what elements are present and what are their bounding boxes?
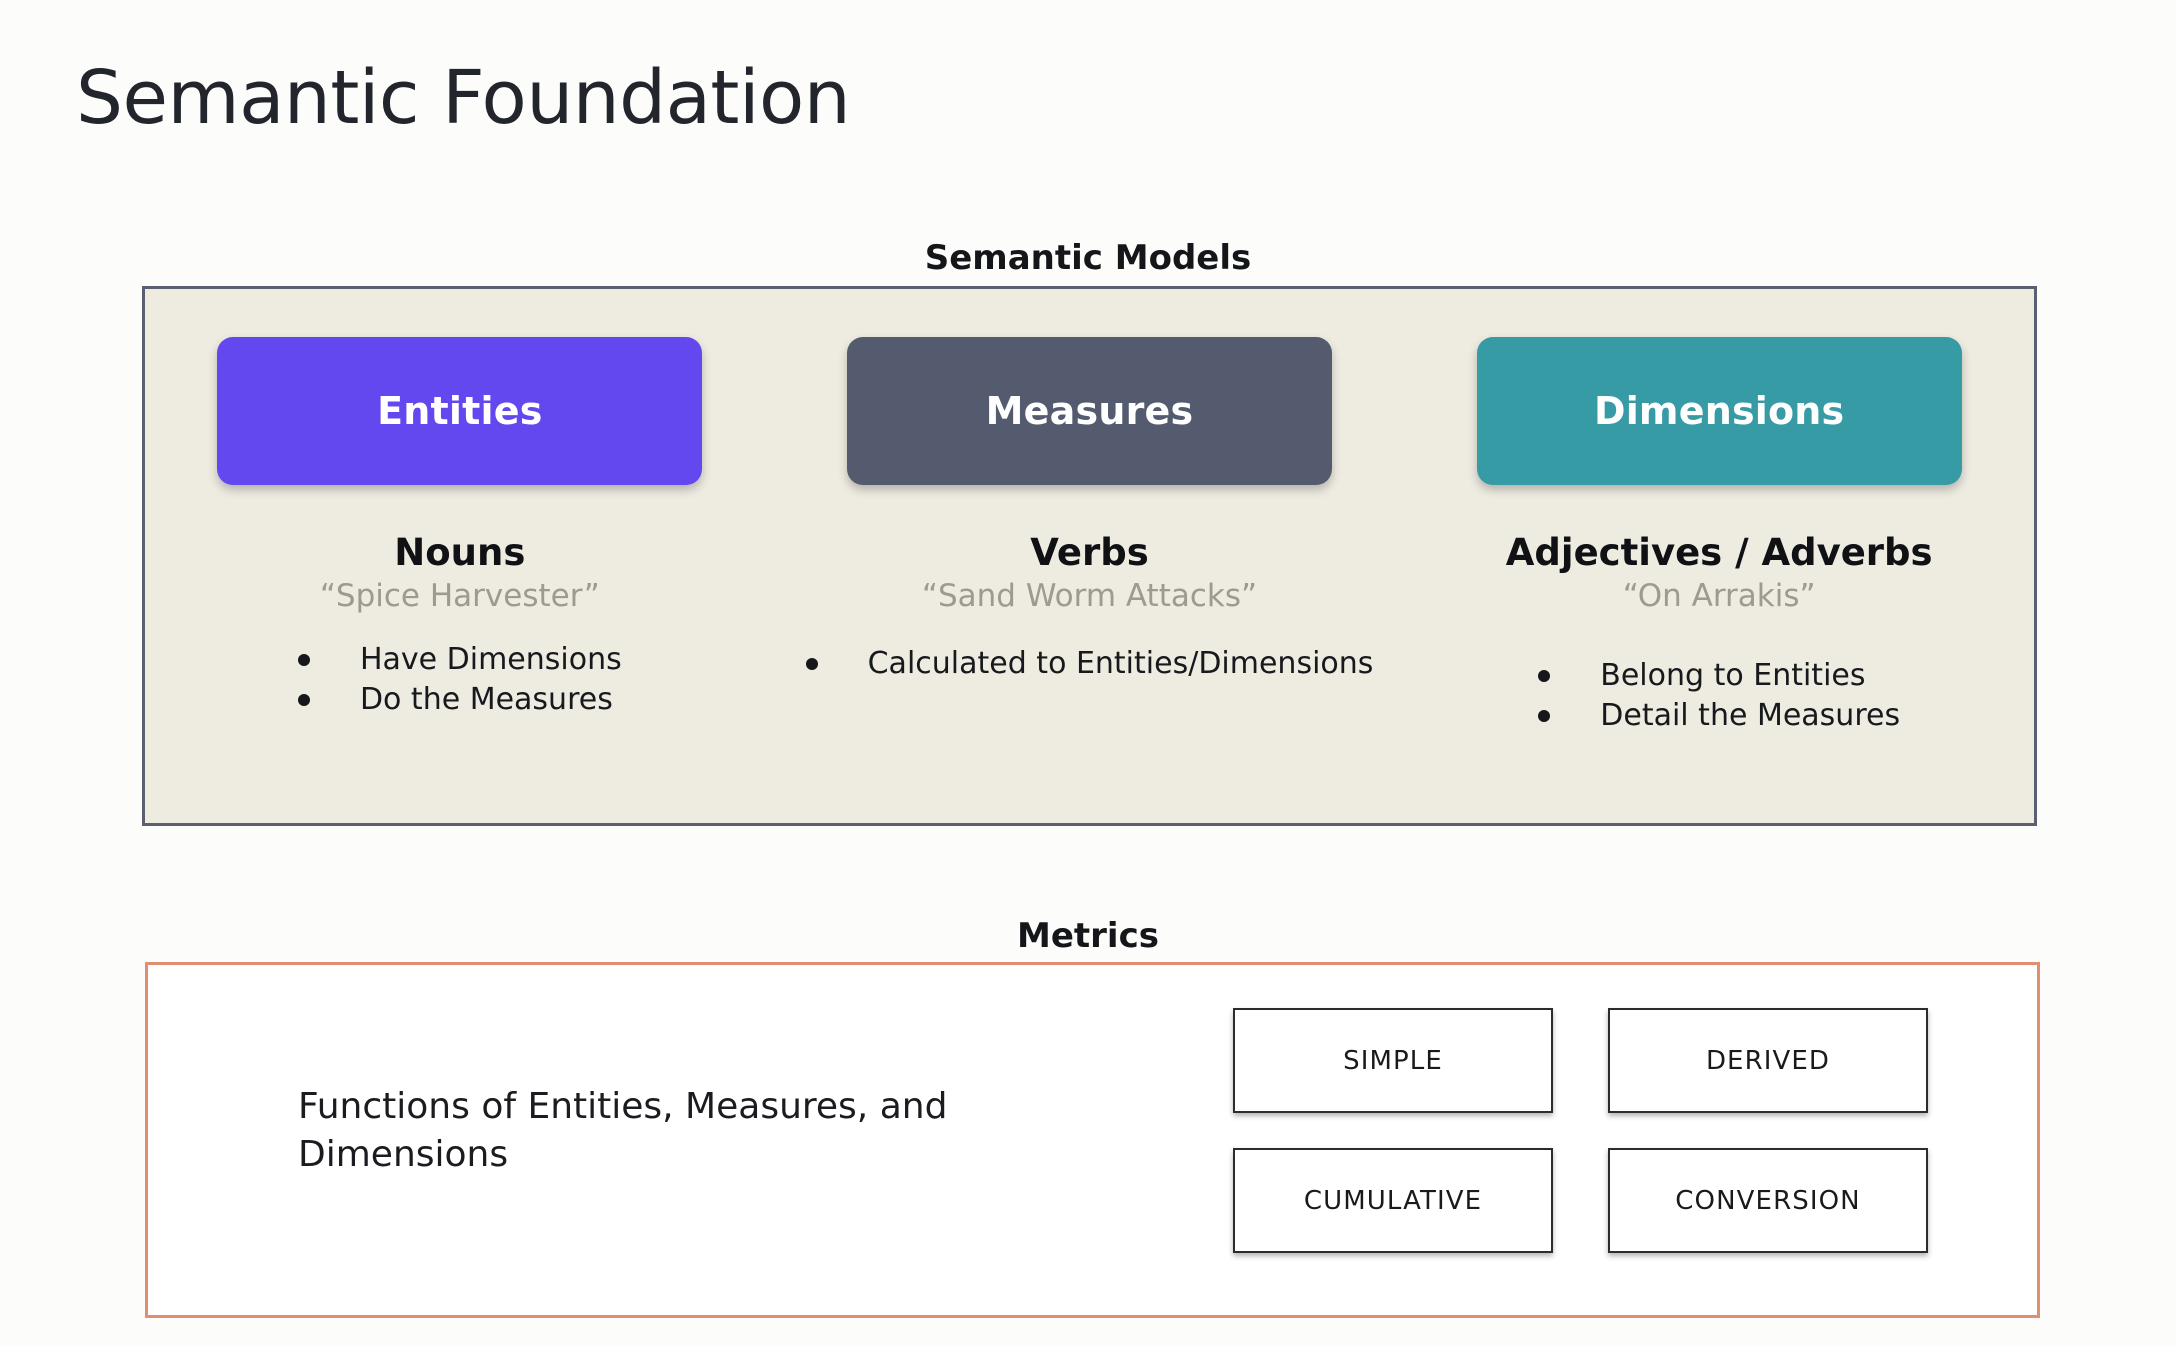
bullet-dot-icon bbox=[1538, 710, 1551, 723]
metrics-caption: Metrics bbox=[1017, 916, 1159, 956]
semantic-column-measures: Measures Verbs “Sand Worm Attacks” Calcu… bbox=[775, 289, 1405, 823]
bullet-dot-icon bbox=[805, 658, 818, 671]
part-of-speech-dimensions: Adjectives / Adverbs bbox=[1505, 531, 1933, 574]
bullet-label: Belong to Entities bbox=[1600, 658, 1866, 694]
bullet-list-entities: Have Dimensions Do the Measures bbox=[297, 641, 622, 722]
example-dimensions: “On Arrakis” bbox=[1622, 577, 1816, 614]
bullet-dot-icon bbox=[1538, 670, 1551, 683]
part-of-speech-entities: Nouns bbox=[394, 531, 526, 574]
semantic-column-dimensions: Dimensions Adjectives / Adverbs “On Arra… bbox=[1404, 289, 2034, 823]
bullet-list-dimensions: Belong to Entities Detail the Measures bbox=[1538, 657, 1900, 738]
pill-entities[interactable]: Entities bbox=[217, 337, 703, 485]
metrics-description: Functions of Entities, Measures, and Dim… bbox=[298, 1086, 948, 1176]
list-item: Have Dimensions bbox=[297, 641, 622, 679]
pill-dimensions[interactable]: Dimensions bbox=[1476, 337, 1962, 485]
bullet-dot-icon bbox=[297, 694, 310, 707]
semantic-models-columns: Entities Nouns “Spice Harvester” Have Di… bbox=[145, 289, 2034, 823]
metric-type-simple[interactable]: SIMPLE bbox=[1233, 1008, 1553, 1113]
semantic-models-panel: Entities Nouns “Spice Harvester” Have Di… bbox=[142, 286, 2037, 826]
list-item: Do the Measures bbox=[297, 681, 622, 719]
example-entities: “Spice Harvester” bbox=[319, 577, 600, 614]
metric-type-conversion[interactable]: CONVERSION bbox=[1608, 1148, 1928, 1253]
metric-type-derived[interactable]: DERIVED bbox=[1608, 1008, 1928, 1113]
metric-types-grid: SIMPLE DERIVED CUMULATIVE CONVERSION bbox=[1233, 1008, 1928, 1253]
bullet-label: Detail the Measures bbox=[1600, 698, 1901, 734]
pill-measures[interactable]: Measures bbox=[847, 337, 1332, 485]
list-item: Belong to Entities bbox=[1538, 657, 1900, 695]
bullet-label: Do the Measures bbox=[359, 682, 613, 718]
example-measures: “Sand Worm Attacks” bbox=[921, 577, 1258, 614]
bullet-label: Have Dimensions bbox=[359, 642, 622, 678]
bullet-list-measures: Calculated to Entities/Dimensions bbox=[805, 645, 1374, 685]
semantic-column-entities: Entities Nouns “Spice Harvester” Have Di… bbox=[145, 289, 775, 823]
bullet-label: Calculated to Entities/Dimensions bbox=[867, 646, 1374, 682]
part-of-speech-measures: Verbs bbox=[1030, 531, 1149, 574]
semantic-models-caption: Semantic Models bbox=[924, 238, 1252, 278]
metric-type-cumulative[interactable]: CUMULATIVE bbox=[1233, 1148, 1553, 1253]
page-title: Semantic Foundation bbox=[76, 55, 851, 141]
bullet-dot-icon bbox=[297, 654, 310, 667]
metrics-panel: Functions of Entities, Measures, and Dim… bbox=[145, 962, 2040, 1318]
list-item: Calculated to Entities/Dimensions bbox=[805, 645, 1374, 683]
list-item: Detail the Measures bbox=[1538, 697, 1900, 735]
